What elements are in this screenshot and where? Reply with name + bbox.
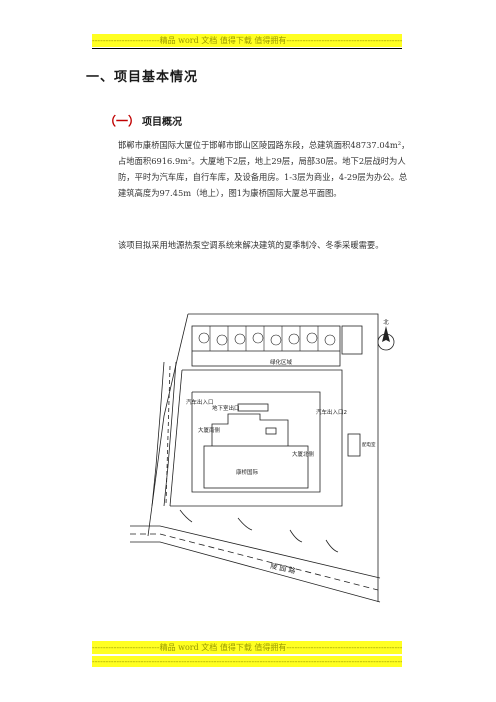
parking-strip [191,325,341,367]
right-small-label: 配电室 [362,441,376,448]
building-footprint [191,391,321,493]
paragraph-overview: 邯郸市康桥国际大厦位于邯郸市邯山区陵园路东段，总建筑面积48737.04m²，占… [118,140,410,198]
right-entry-label: 汽车出入口2 [316,408,347,416]
footer-banner: -------------------------精品 word 文档 值得下载… [92,641,402,654]
site-plan-figure: 北 绿化区域 地下室出口 大厦南侧 康桥国际 大厦北侧 汽车出入口2 汽车出入口… [130,313,395,603]
paragraph-plan: 该项目拟采用地源热泵空调系统来解决建筑的夏季制冷、冬季采暖需要。 [118,240,384,250]
site-boundary [188,313,379,602]
left-building-label: 大厦南侧 [198,426,221,434]
north-arrow-icon [377,326,395,351]
section-title: 一、项目基本情况 [86,70,199,85]
garden-label: 绿化区域 [270,358,293,366]
subsection-heading: （一）项目概况 [104,110,182,129]
right-building-label: 大厦北侧 [292,450,315,458]
header-banner: -------------------------精品 word 文档 值得下载… [92,34,402,47]
footer-banner-secondary: ----------------------------------------… [92,656,402,667]
subsection-title: 项目概况 [142,117,183,128]
top-label: 地下室出口 [212,404,240,412]
left-entry-label: 汽车出入口 [186,398,214,406]
subsection-number: （一） [104,114,141,128]
center-building-label: 康桥国际 [236,468,259,476]
north-label: 北 [383,318,389,326]
header-divider [92,48,402,49]
